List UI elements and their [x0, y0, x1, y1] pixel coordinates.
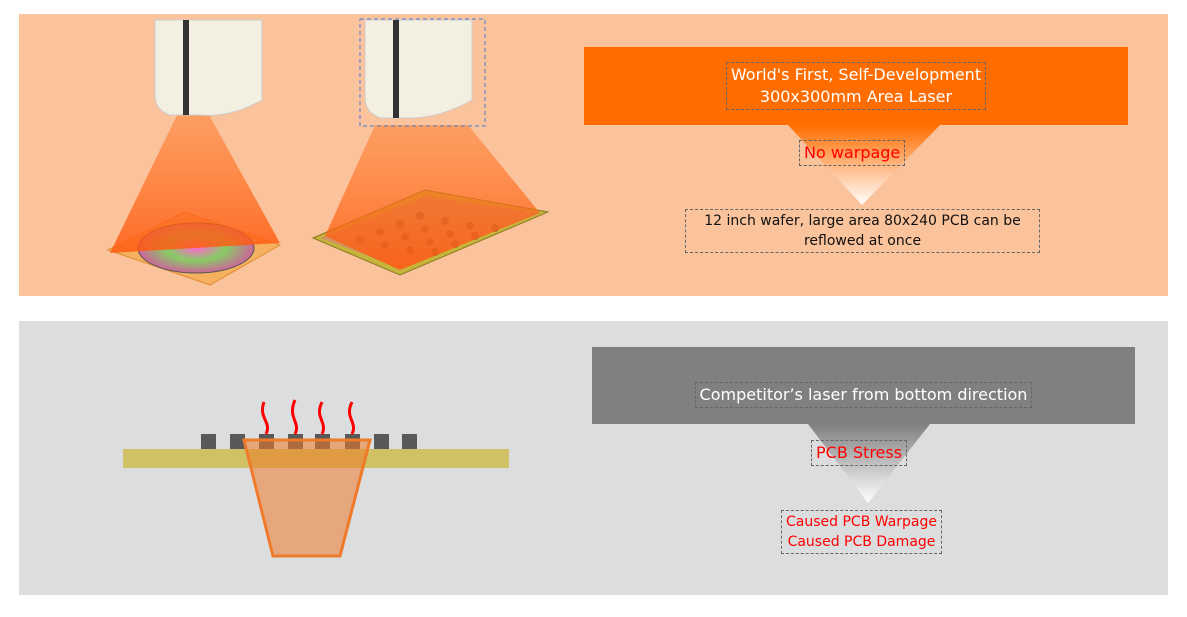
banner-line: 300x300mm Area Laser: [759, 87, 953, 106]
bottom-laser-beam: [242, 438, 372, 558]
top-banner-text: World's First, Self-Development 300x300m…: [725, 62, 987, 110]
detail-line: Caused PCB Damage: [787, 534, 936, 550]
top-detail-text: 12 inch wafer, large area 80x240 PCB can…: [685, 209, 1040, 253]
bottom-banner-text: Competitor’s laser from bottom direction: [694, 381, 1033, 408]
bottom-detail-text: Caused PCB Warpage Caused PCB Damage: [781, 510, 942, 554]
detail-line: 12 inch wafer, large area 80x240 PCB can…: [704, 213, 1021, 229]
top-banner: World's First, Self-Development 300x300m…: [584, 47, 1128, 125]
bottom-result-label: PCB Stress: [811, 440, 908, 466]
top-result-label: No warpage: [799, 140, 906, 166]
laser-head-wafer: [106, 19, 282, 286]
detail-line: Caused PCB Warpage: [786, 514, 937, 530]
banner-line: World's First, Self-Development: [730, 65, 982, 84]
arrow-triangle: [808, 424, 930, 503]
laser-head-pcb: [311, 18, 550, 276]
bottom-banner: Competitor’s laser from bottom direction: [592, 347, 1135, 424]
pcb-stress-illustration: [123, 399, 509, 558]
heat-wave-icons: [261, 399, 355, 435]
detail-line: reflowed at once: [803, 233, 922, 249]
